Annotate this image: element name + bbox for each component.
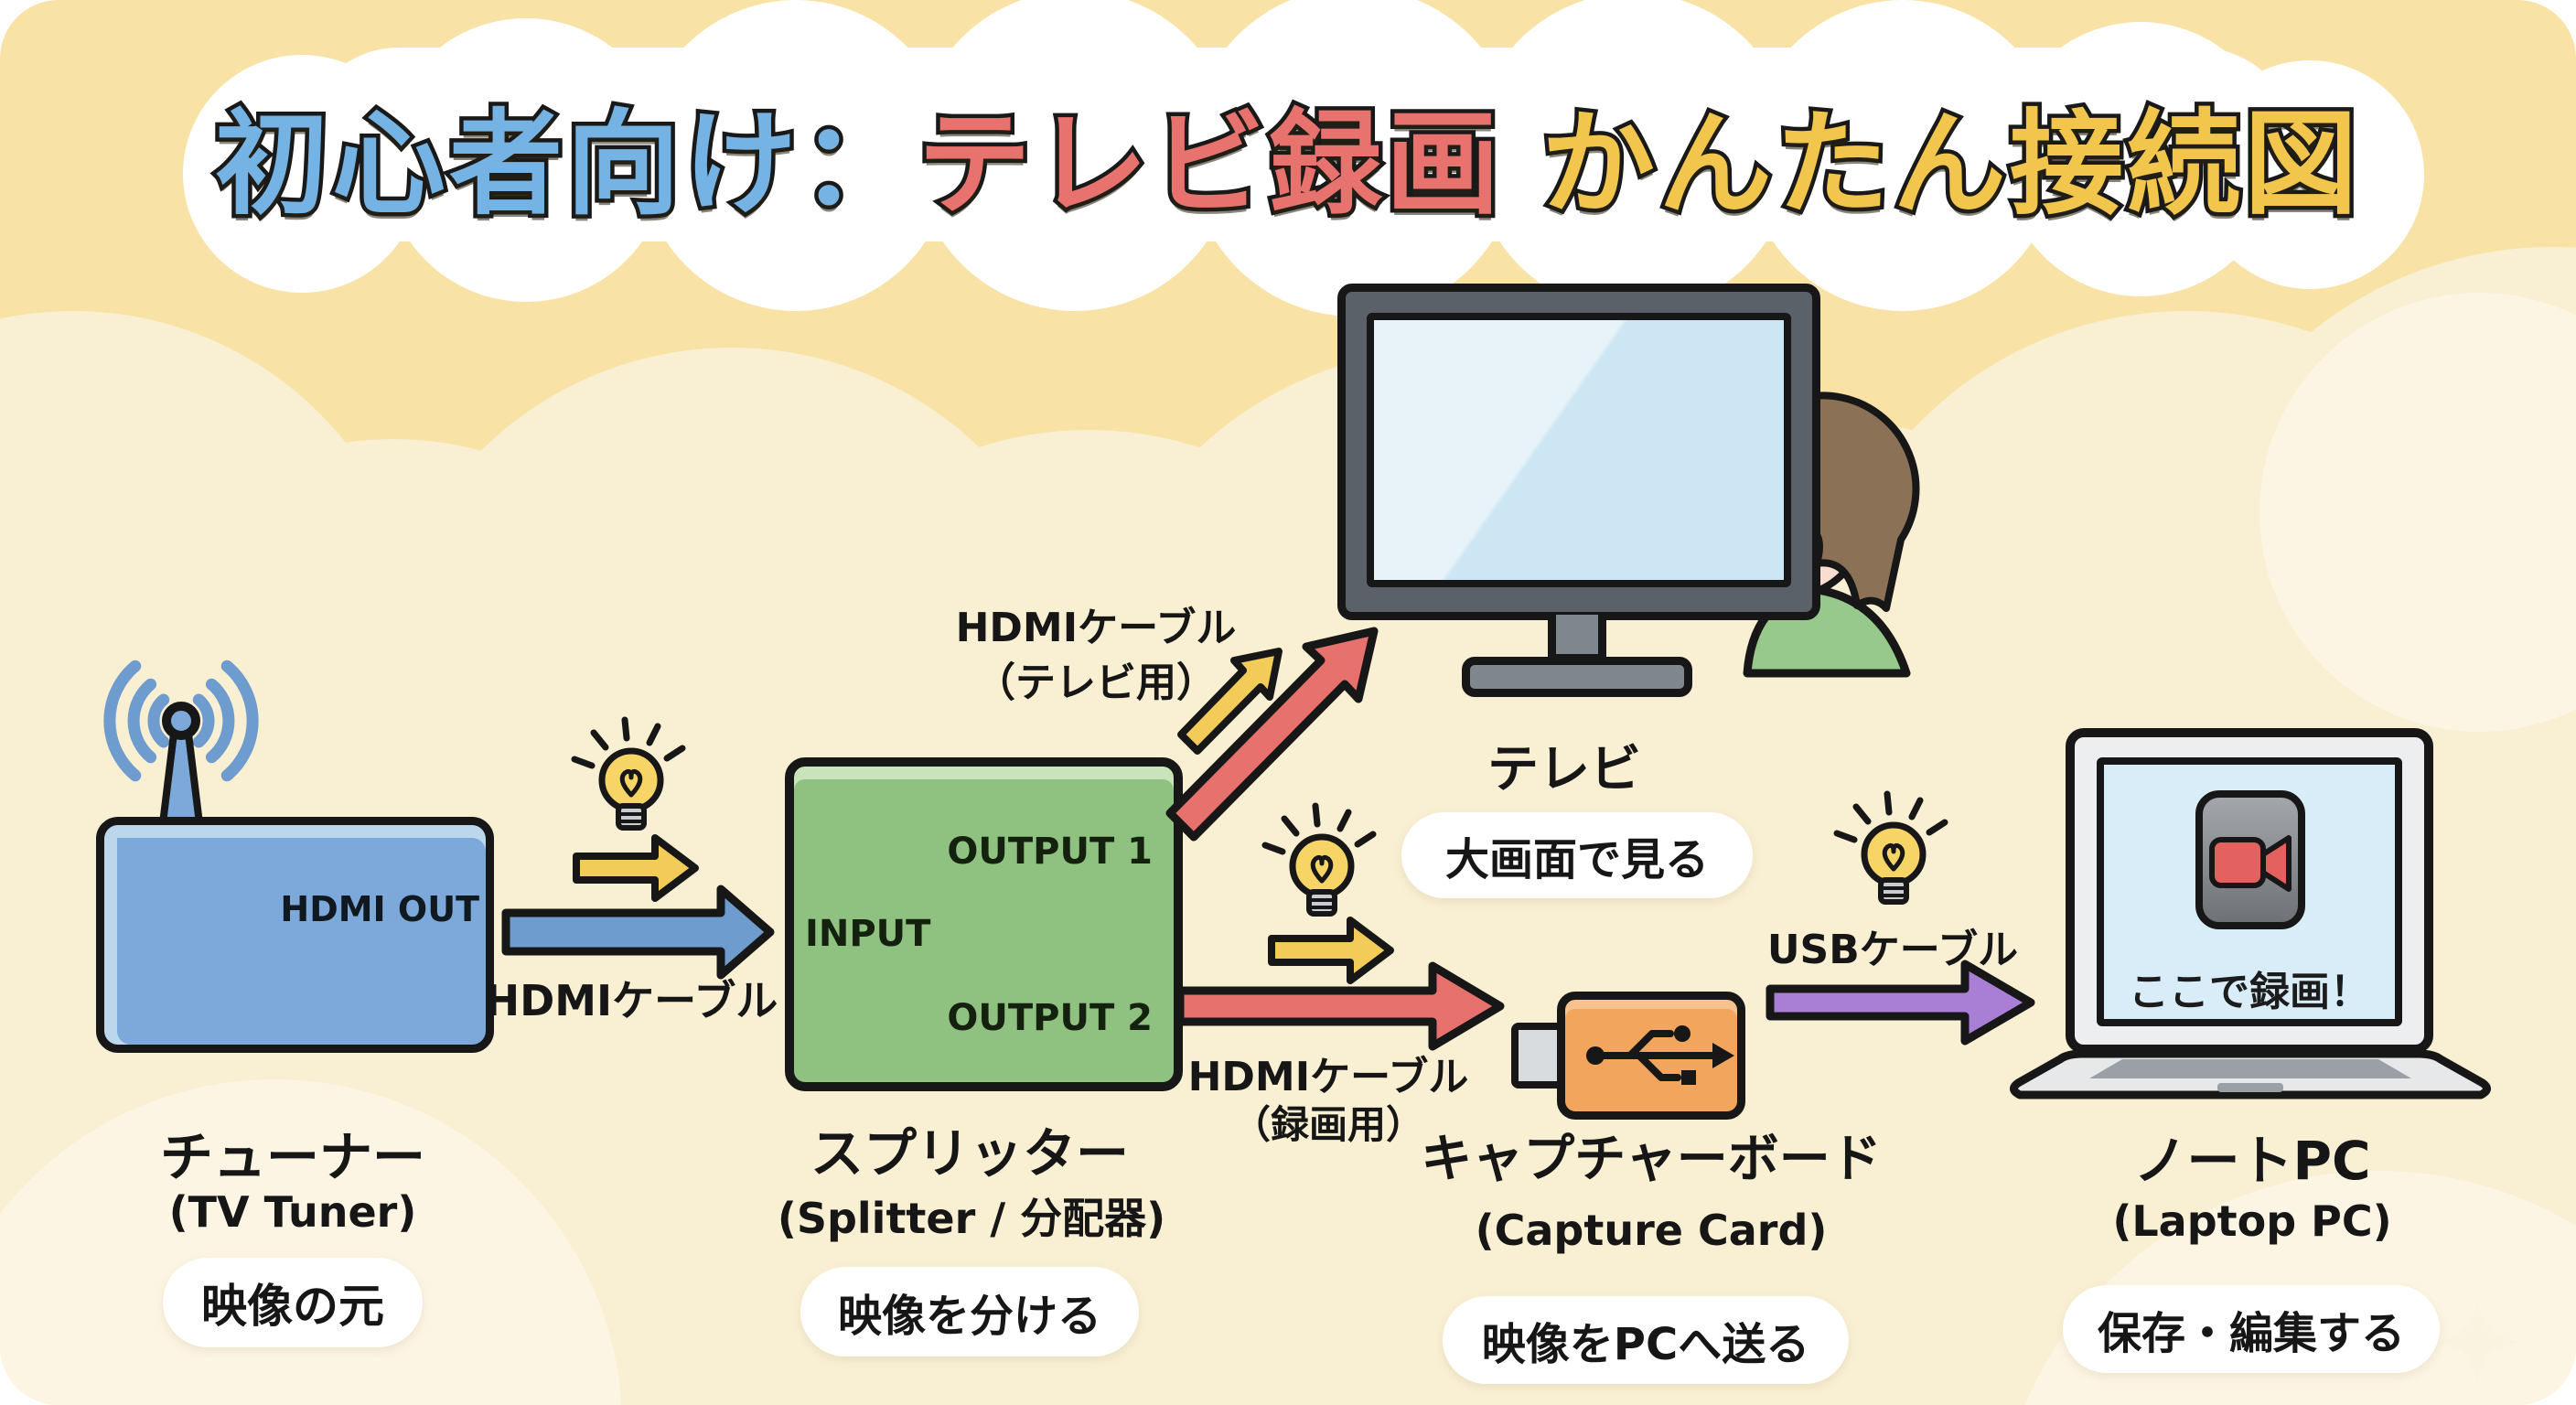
page-title: 初心者向け：テレビ録画かんたん接続図 (0, 71, 2576, 236)
hdmi-cable-label: HDMIケーブル (484, 976, 778, 1025)
capture-card-body (1557, 992, 1745, 1120)
hdmi-cable-rec-label-line1: HDMIケーブル (1187, 1054, 1469, 1100)
splitter-input-label: INPUT (805, 913, 931, 955)
hdmi-cable-tv-label-line1: HDMIケーブル (955, 605, 1237, 651)
laptop-screen-text: ここで録画！ (2129, 969, 2370, 1015)
tv-screen (1367, 313, 1791, 587)
laptop-badge: 保存・編集する (2063, 1285, 2440, 1373)
splitter-name: スプリッター (810, 1122, 1129, 1185)
capture-card-badge: 映像をPCへ送る (1443, 1296, 1849, 1384)
laptop-name: ノートPC (2133, 1130, 2371, 1192)
splitter-badge: 映像を分ける (800, 1267, 1139, 1357)
title-part-red: テレビ録画 (913, 95, 1503, 235)
laptop-subtitle: (Laptop PC) (2112, 1196, 2392, 1246)
tuner-badge: 映像の元 (163, 1258, 423, 1347)
title-part-yellow: かんたん接続図 (1537, 95, 2362, 235)
usb-cable-label: USBケーブル (1766, 927, 2019, 973)
capture-card-subtitle: (Capture Card) (1475, 1206, 1828, 1255)
tv-badge: 大画面で見る (1401, 812, 1753, 898)
tuner-port-label: HDMI OUT (280, 889, 479, 929)
splitter-box (785, 757, 1183, 1091)
splitter-subtitle: (Splitter / 分配器) (777, 1194, 1166, 1243)
tv-name: テレビ (1487, 740, 1641, 799)
splitter-output2-label: OUTPUT 2 (947, 997, 1153, 1039)
tuner-name: チューナー (159, 1126, 425, 1188)
tv-stand-neck (1548, 615, 1606, 662)
tuner-box (96, 817, 494, 1053)
recording-app-icon (2195, 790, 2305, 929)
title-part-blue: 初心者向け： (210, 95, 918, 235)
hdmi-cable-tv-label-line2: （テレビ用） (975, 660, 1217, 706)
tuner-subtitle: (TV Tuner) (168, 1187, 417, 1237)
splitter-output1-label: OUTPUT 1 (947, 831, 1153, 873)
tv-stand-base (1462, 657, 1692, 697)
capture-card-name: キャプチャーボード (1421, 1130, 1882, 1189)
hdmi-cable-rec-label-line2: （録画用） (1231, 1102, 1424, 1147)
